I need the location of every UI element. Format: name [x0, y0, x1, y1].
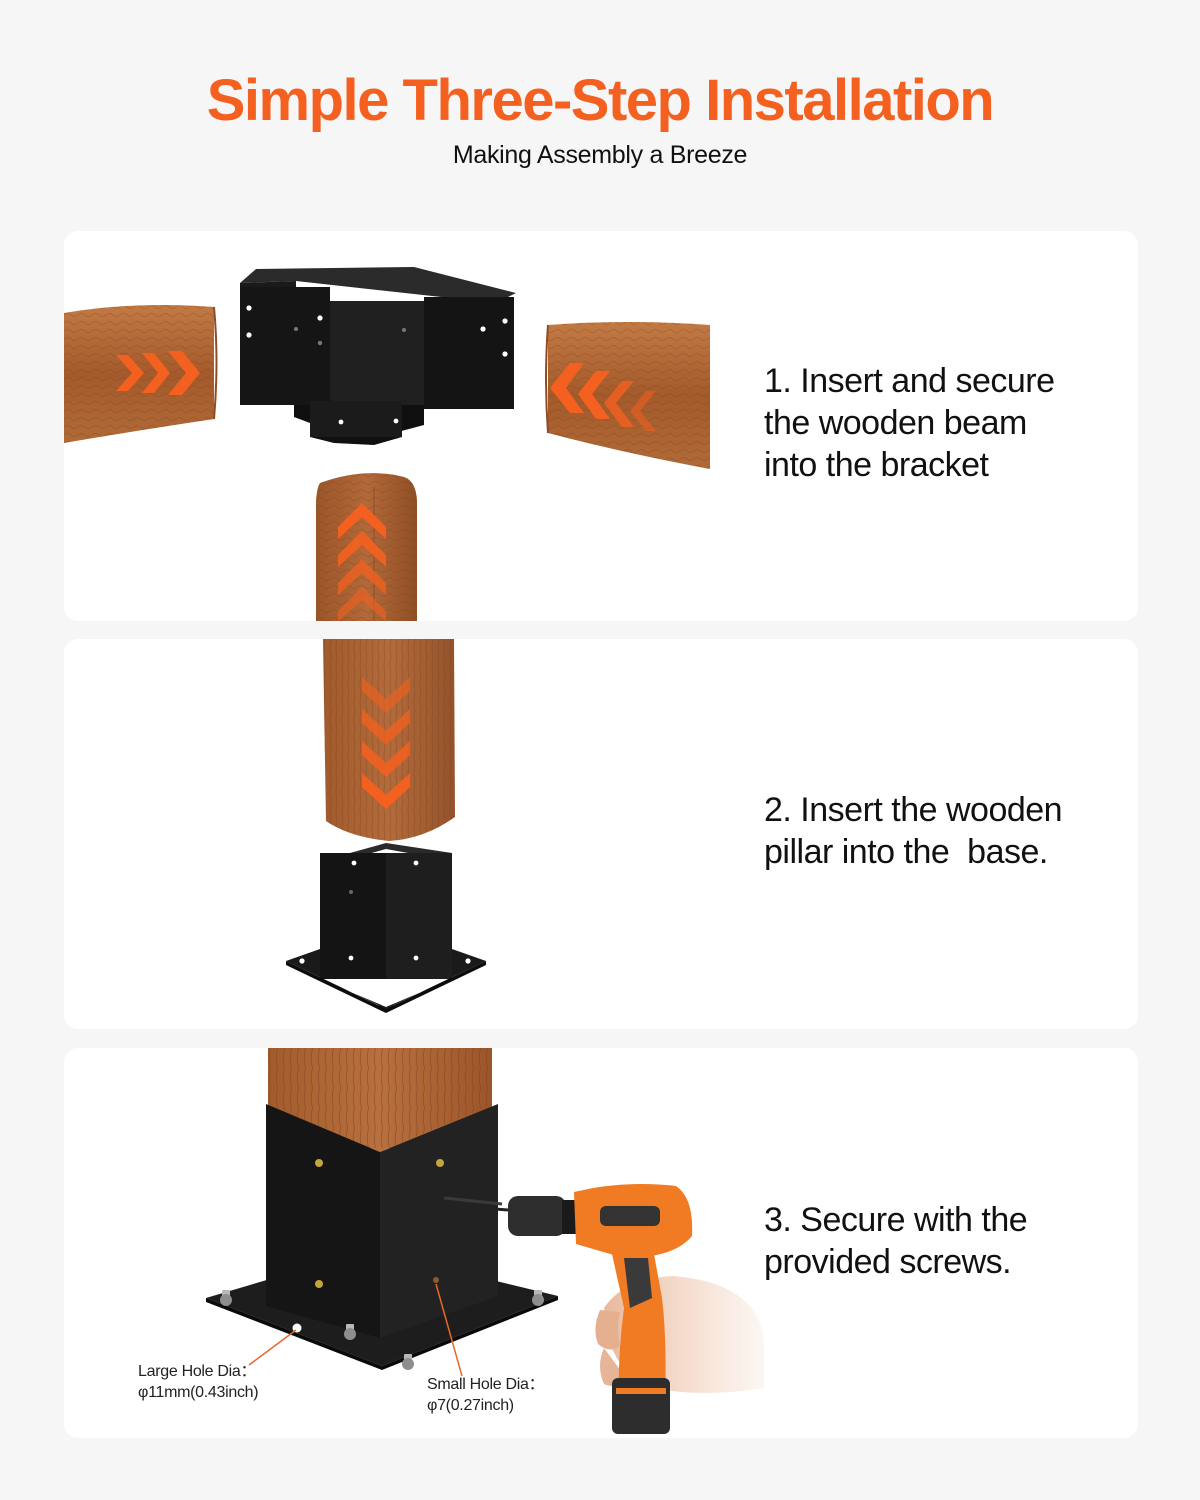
step-2-line-2: pillar into the base.	[764, 833, 1048, 871]
drill	[443, 1184, 693, 1434]
anchor-bolts	[220, 1290, 544, 1370]
small-hole-label: Small Hole Dia：	[427, 1376, 545, 1393]
step-2-panel: 2. Insert the wooden pillar into the bas…	[64, 639, 1138, 1029]
step-1-line-1: 1. Insert and secure	[764, 362, 1055, 400]
step-3-line-1: 3. Secure with the	[764, 1201, 1028, 1239]
post-base-with-drill-icon	[206, 1048, 764, 1434]
large-hole-label: Large Hole Dia：	[138, 1363, 257, 1380]
header: Simple Three-Step Installation Making As…	[0, 0, 1200, 231]
step-3-line-2: provided screws.	[764, 1243, 1012, 1281]
large-hole-leader	[248, 1329, 297, 1366]
small-hole-value: φ7(0.27inch)	[427, 1397, 514, 1414]
large-hole-value: φ11mm(0.43inch)	[138, 1384, 259, 1401]
page-subtitle: Making Assembly a Breeze	[452, 141, 748, 169]
t-bracket	[240, 267, 516, 445]
vertical-post	[316, 473, 417, 621]
step-1-line-2: the wooden beam	[764, 404, 1027, 442]
step-3-instruction: 3. Secure with the provided screws.	[764, 1199, 1124, 1283]
left-beam	[64, 305, 218, 443]
bracket-sleeve	[266, 1104, 503, 1338]
step-2-instruction: 2. Insert the wooden pillar into the bas…	[764, 789, 1124, 873]
post-base-with-pillar-icon	[286, 639, 486, 1013]
right-beam	[545, 322, 710, 469]
wooden-pillar	[323, 639, 455, 841]
step-2-line-1: 2. Insert the wooden	[764, 791, 1063, 829]
step-3-panel: Large Hole Dia： φ11mm(0.43inch) Small Ho…	[64, 1048, 1138, 1438]
step-1-instruction: 1. Insert and secure the wooden beam int…	[764, 360, 1124, 486]
step-1-panel: 1. Insert and secure the wooden beam int…	[64, 231, 1138, 621]
t-bracket-with-beams-icon	[64, 267, 710, 621]
small-hole-callout: Small Hole Dia： φ7(0.27inch)	[427, 1374, 545, 1416]
small-hole-leader	[435, 1283, 463, 1377]
post-base	[286, 843, 486, 1013]
page-title: Simple Three-Step Installation	[206, 68, 995, 133]
step-1-line-3: into the bracket	[764, 446, 989, 484]
large-hole-callout: Large Hole Dia： φ11mm(0.43inch)	[138, 1361, 259, 1403]
